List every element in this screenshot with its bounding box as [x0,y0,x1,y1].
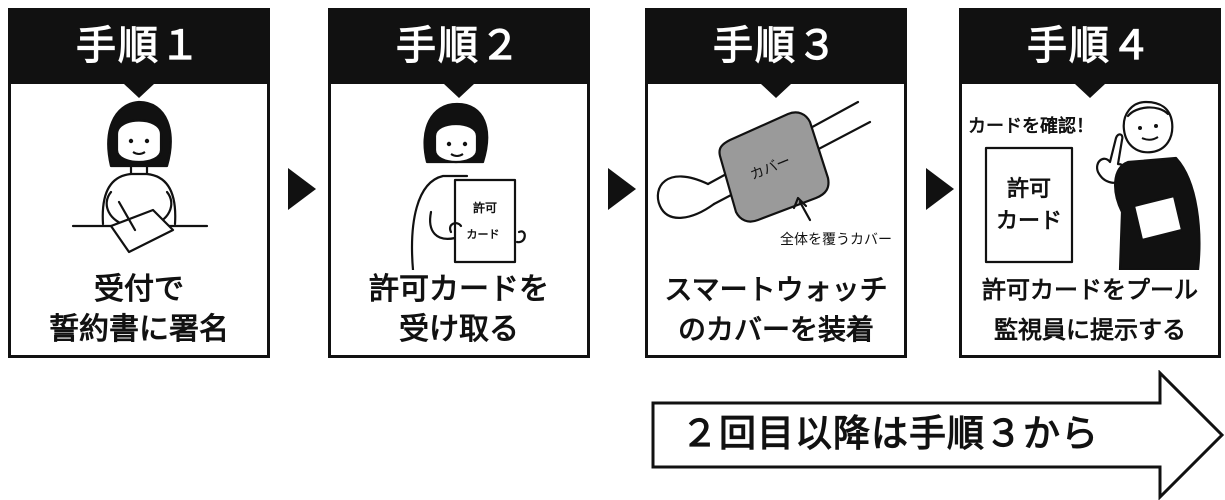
header-pointer [761,84,791,98]
step-caption: 受付で 誓約書に署名 [8,270,270,350]
step-3: 手順３ カバー 全体を覆うカバー スマートウォッチ のカバーを装着 [645,8,907,358]
caption-line-2: 監視員に提示する [994,316,1186,344]
lifeguard-checking-card-illustration: カードを確認！ 許可 カード [968,100,1201,270]
step-title: 手順３ [713,23,839,69]
header-pointer [1075,84,1105,98]
card-label-line-1: 許可 [1007,176,1051,202]
next-arrow-2 [608,168,636,210]
smartwatch-cover-illustration: カバー 全体を覆うカバー [656,100,892,248]
caption-line-1: 受付で [94,272,184,307]
step-1: 手順１ 受付で 誓約書に署名 [8,8,270,358]
caption-line-2: 受け取る [399,312,519,347]
header-pointer [444,84,474,98]
step-2: 手順２ 許可 カード 許可カードを 受け取る [328,8,590,358]
step-title: 手順１ [76,23,202,69]
caption-line-1: 許可カードをプール [982,276,1198,304]
person-holding-card-illustration: 許可 カード [410,102,526,270]
card-label-line-2: カード [467,228,500,241]
step-header: 手順３ [645,8,907,98]
card-label-line-1: 許可 [473,200,497,215]
step-title: 手順２ [396,23,522,69]
step-title: 手順４ [1027,23,1153,69]
caption-line-1: スマートウォッチ [664,273,888,306]
caption-line-2: のカバーを装着 [677,313,874,346]
step-caption: 許可カードを 受け取る [328,270,590,350]
cover-annotation: 全体を覆うカバー [780,231,892,248]
caption-line-2: 誓約書に署名 [49,312,229,347]
repeat-note: ２回目以降は手順３から [681,412,1099,455]
step-header: 手順１ [8,8,270,98]
card-label-line-2: カード [996,209,1062,234]
step-caption: スマートウォッチ のカバーを装着 [645,270,907,350]
step-header: 手順４ [959,8,1221,98]
next-arrow-3 [926,168,954,210]
step-caption: 許可カードをプール 監視員に提示する [959,270,1221,350]
person-signing-illustration [71,100,209,254]
step-header: 手順２ [328,8,590,98]
step-4: 手順４ カードを確認！ 許可 カード 許可カードをプール 監視員に提示する [959,8,1221,358]
caption-line-1: 許可カードを [369,272,549,307]
header-pointer [124,84,154,98]
repeat-from-step3-arrow [651,370,1225,500]
next-arrow-1 [288,168,316,210]
speech-text: カードを確認！ [968,115,1094,137]
